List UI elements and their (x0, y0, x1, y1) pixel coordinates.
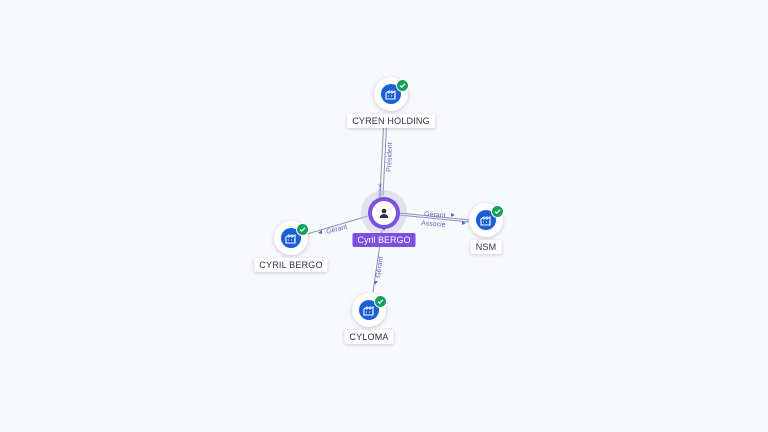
person-icon (372, 201, 396, 225)
verified-checkmark-icon (296, 223, 309, 236)
node-label-person: Cyril BERGO (352, 233, 416, 247)
edge-label-associe-nsm: Associé (421, 220, 446, 229)
node-label: CYREN HOLDING (347, 114, 435, 128)
node-label: CYLOMA (344, 330, 394, 344)
building-icon (381, 84, 401, 104)
verified-checkmark-icon (374, 295, 387, 308)
node-label: CYRIL BERGO (254, 258, 328, 272)
edge-label-gerant-cyloma: Gérant (375, 256, 385, 278)
building-icon (281, 228, 301, 248)
edge-nsm: Gérant Associé (398, 211, 471, 229)
node-label: NSM (470, 240, 502, 254)
edge-label-gerant-cyril: Gérant (326, 224, 349, 236)
verified-checkmark-icon (396, 79, 409, 92)
edge-label-associe-cyren: Associé (377, 183, 384, 201)
edge-cyren-holding: Président Associé (377, 115, 394, 201)
building-icon (476, 210, 496, 230)
verified-checkmark-icon (491, 205, 504, 218)
edge-label-president: Président (386, 142, 394, 172)
building-icon (359, 300, 379, 320)
edge-label-gerant-nsm: Gérant (424, 211, 446, 219)
